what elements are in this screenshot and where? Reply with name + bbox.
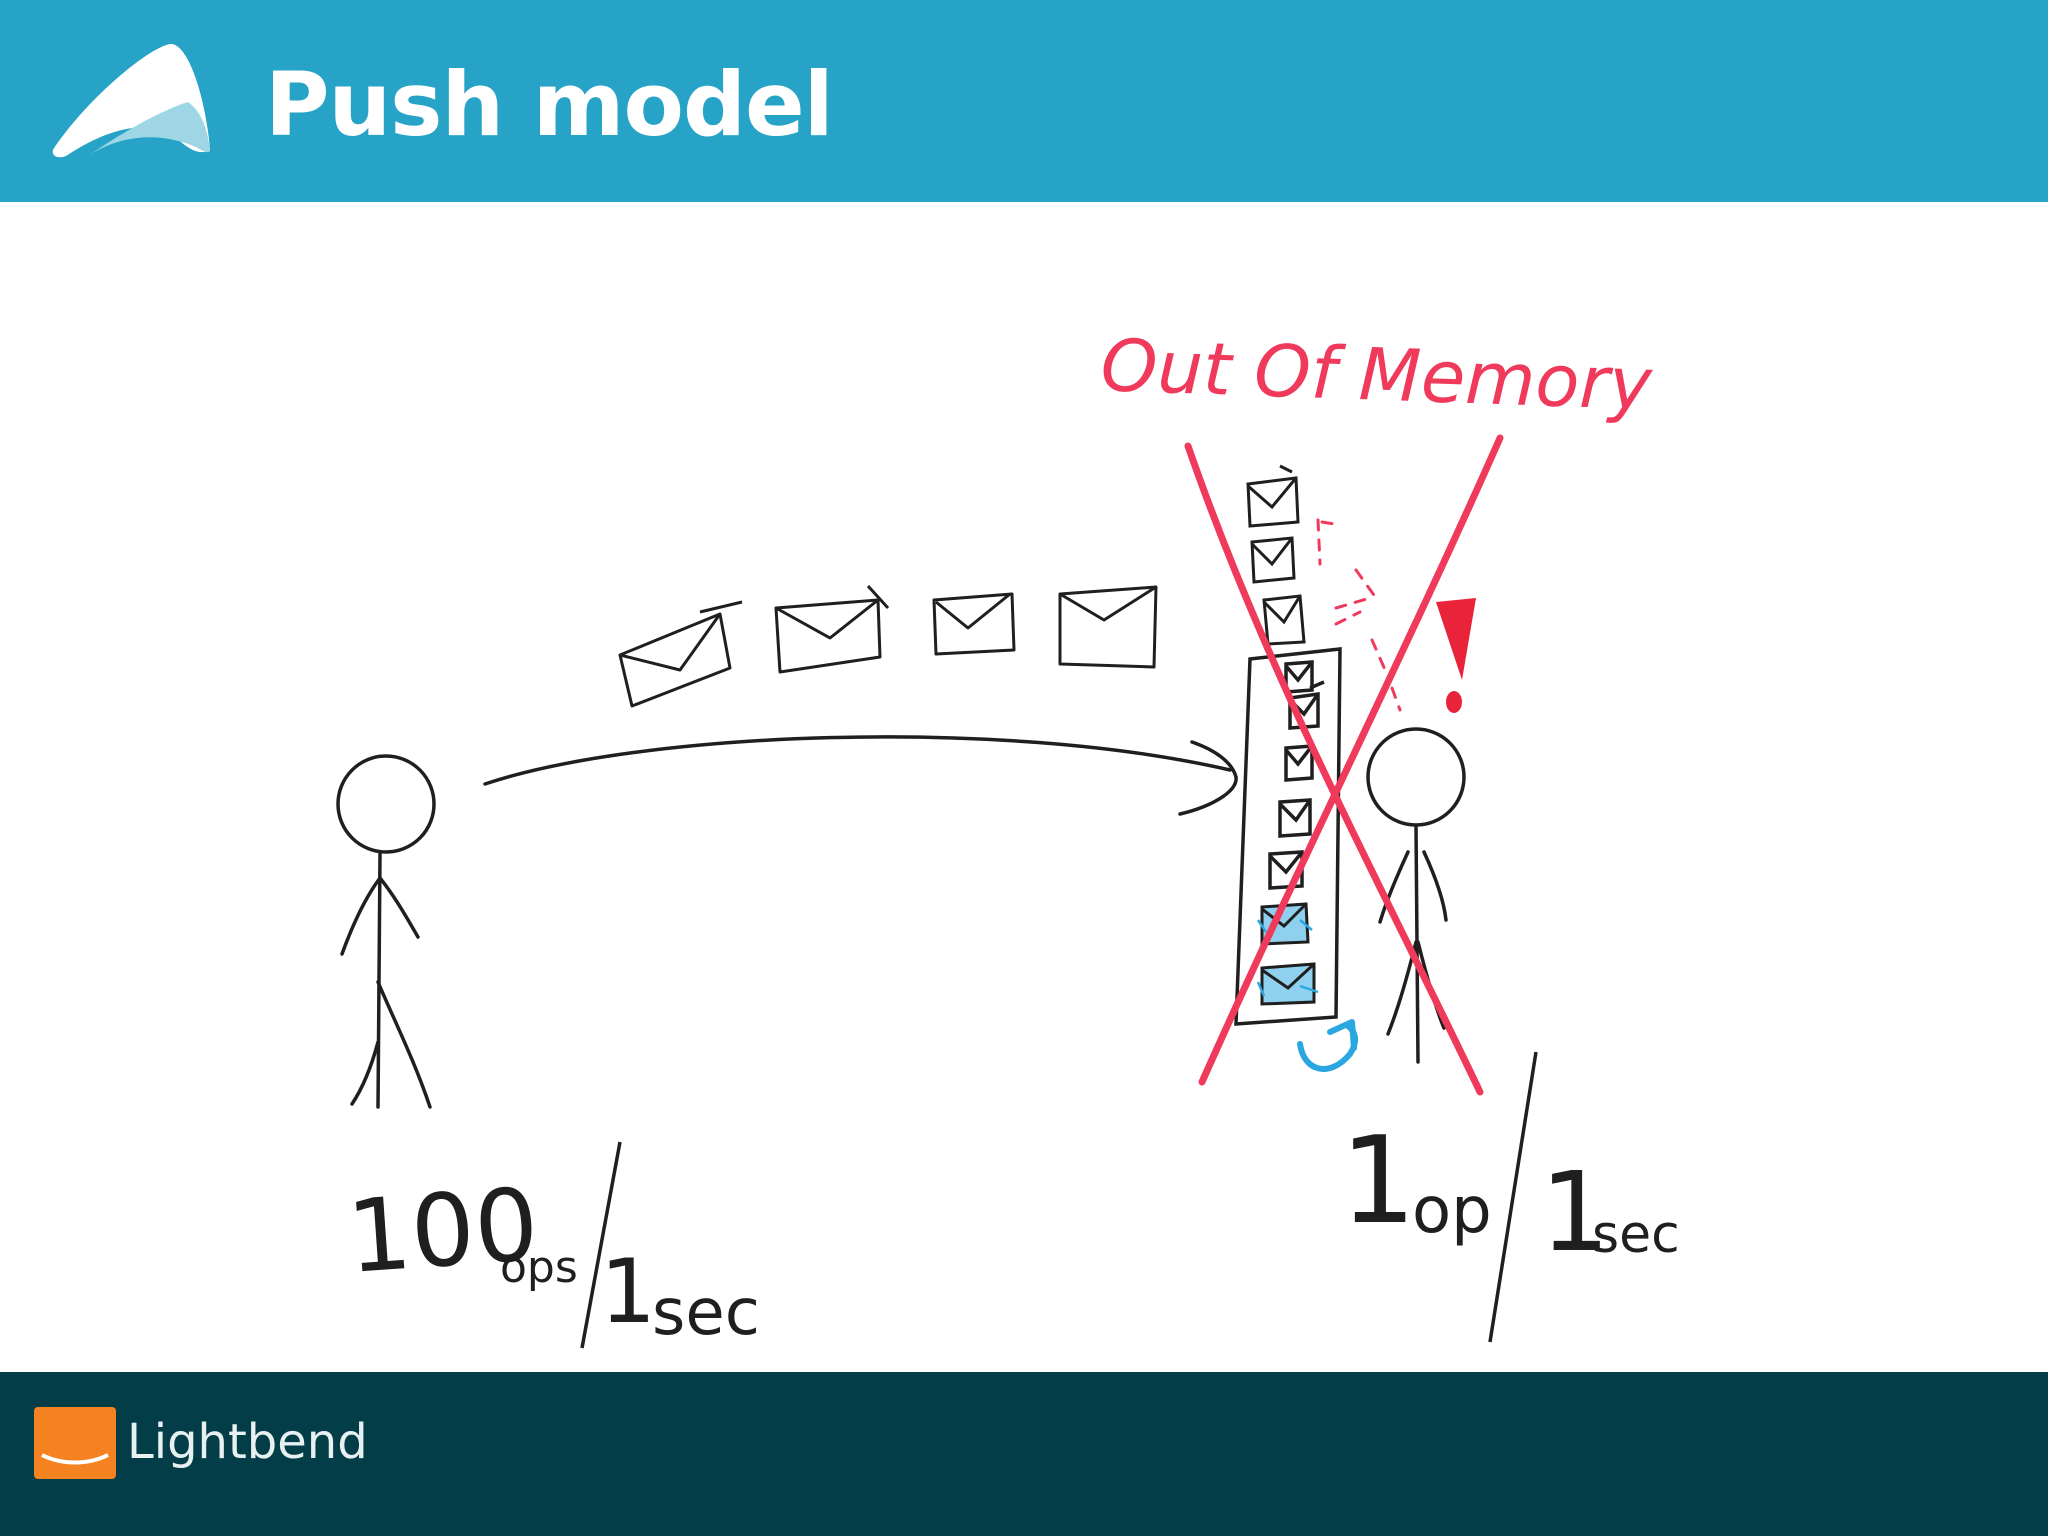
consumer-rate-unit: op <box>1412 1174 1492 1248</box>
cycle-arrow-icon <box>1297 1019 1358 1072</box>
producer-rate-unit: ops <box>500 1242 578 1293</box>
consumer-rate-per: 1 <box>1540 1148 1610 1276</box>
producer-rate-label: 100 ops 1 sec <box>344 1141 760 1350</box>
envelope-icon <box>932 592 1016 656</box>
consumer-rate-time: sec <box>1592 1205 1680 1265</box>
consumer-rate-count: 1 <box>1340 1112 1416 1251</box>
slide-header: Push model <box>0 0 2048 202</box>
producer-rate-time: sec <box>652 1276 760 1350</box>
cross-out-mark <box>1184 434 1504 1096</box>
producer-rate-count: 100 <box>344 1166 543 1296</box>
push-model-diagram: Out Of Memory 100 ops 1 sec 1 op 1 sec <box>0 202 2048 1372</box>
stress-marks <box>1316 518 1402 712</box>
lightbend-logo-icon <box>34 1407 116 1479</box>
producer-figure <box>336 754 436 1109</box>
processing-envelopes <box>1256 902 1319 1006</box>
diagram-drawing: Out Of Memory 100 ops 1 sec 1 op 1 sec <box>336 323 1680 1350</box>
push-arrow <box>483 735 1238 816</box>
footer-brand: Lightbend <box>127 1414 368 1470</box>
out-of-memory-label: Out Of Memory <box>1099 323 1654 426</box>
exclamation-icon <box>1436 598 1476 713</box>
slide-title: Push model <box>265 53 834 156</box>
slide-footer: Lightbend <box>0 1372 2048 1536</box>
envelope-icon <box>774 584 890 674</box>
producer-rate-per: 1 <box>600 1240 656 1343</box>
consumer-rate-label: 1 op 1 sec <box>1340 1051 1680 1343</box>
logo-icon <box>52 43 211 158</box>
envelope-icon <box>618 600 743 708</box>
envelope-icon <box>1058 585 1158 669</box>
overflow-envelopes <box>1246 464 1306 646</box>
